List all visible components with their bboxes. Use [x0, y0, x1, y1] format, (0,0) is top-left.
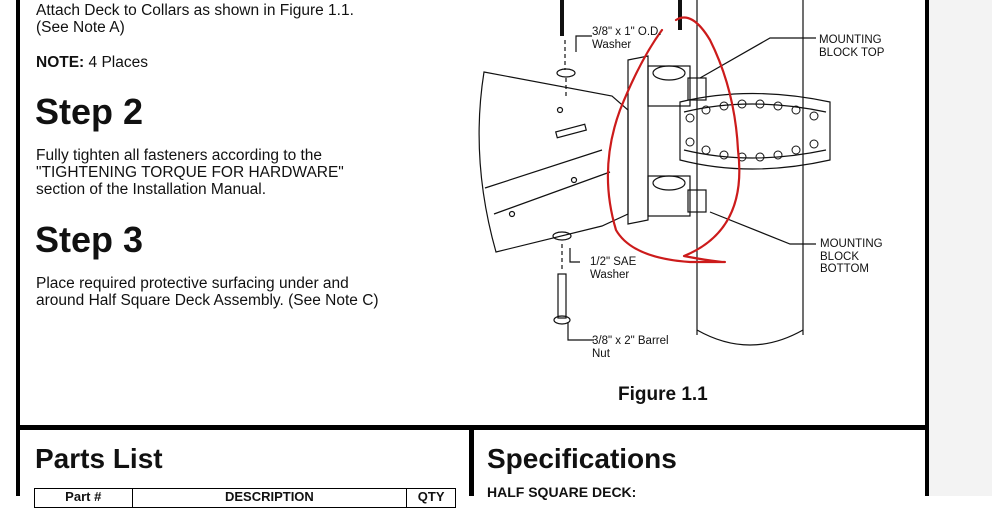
callout-washer-top: 3/8" x 1" O.D. Washer — [592, 26, 662, 51]
column-divider — [469, 425, 474, 496]
callout-text: Washer — [592, 38, 632, 51]
column-header-part: Part # — [34, 488, 133, 508]
callout-barrel-nut: 3/8" x 2" Barrel Nut — [592, 335, 669, 360]
step-2-heading: Step 2 — [35, 91, 144, 132]
parts-list-table: Part # DESCRIPTION QTY — [34, 488, 456, 508]
column-header-description: DESCRIPTION — [131, 488, 408, 508]
red-annotation-circle — [606, 16, 741, 264]
callout-text: BOTTOM — [820, 263, 869, 275]
parts-list-heading: Parts List — [35, 443, 163, 474]
callout-text: BLOCK TOP — [819, 46, 885, 59]
figure-1-1-drawing — [478, 0, 831, 346]
callout-text: BLOCK — [820, 250, 859, 263]
table-header-row: Part # DESCRIPTION QTY — [34, 488, 456, 508]
note-value: 4 Places — [88, 54, 148, 71]
column-header-qty: QTY — [406, 488, 456, 508]
note-label: NOTE: — [36, 54, 85, 71]
step-3-heading: Step 3 — [35, 219, 144, 260]
callout-text: MOUNTING — [819, 34, 882, 46]
callout-mounting-block-bottom: MOUNTING BLOCK BOTTOM — [820, 238, 883, 276]
step-2-text-line: Fully tighten all fasteners according to… — [36, 147, 323, 164]
figure-caption: Figure 1.1 — [618, 384, 708, 405]
callout-text: MOUNTING — [820, 238, 883, 250]
specifications-subheading: HALF SQUARE DECK: — [487, 484, 637, 500]
callout-text: Washer — [590, 268, 630, 281]
instruction-text-line: Attach Deck to Collars as shown in Figur… — [36, 2, 354, 19]
step-3-text-line: Place required protective surfacing unde… — [36, 275, 349, 292]
step-2-text-line: section of the Installation Manual. — [36, 181, 267, 198]
page-border-left — [16, 0, 20, 496]
note-text: NOTE: 4 Places — [36, 54, 148, 71]
callout-washer-bottom: 1/2" SAE Washer — [590, 256, 636, 281]
step-3-text-line: around Half Square Deck Assembly. (See N… — [36, 292, 379, 309]
specifications-heading: Specifications — [487, 443, 677, 474]
callout-mounting-block-top: MOUNTING BLOCK TOP — [819, 34, 884, 59]
callout-text: Nut — [592, 347, 610, 360]
page-border-right — [925, 0, 929, 496]
callout-text: 1/2" SAE — [590, 256, 637, 268]
step-2-text-line: "TIGHTENING TORQUE FOR HARDWARE" — [36, 164, 344, 181]
callout-text: 3/8" x 2" Barrel — [592, 335, 669, 347]
page-margin — [929, 0, 992, 496]
instruction-text-line: (See Note A) — [36, 19, 125, 36]
callout-text: 3/8" x 1" O.D. — [592, 26, 662, 38]
